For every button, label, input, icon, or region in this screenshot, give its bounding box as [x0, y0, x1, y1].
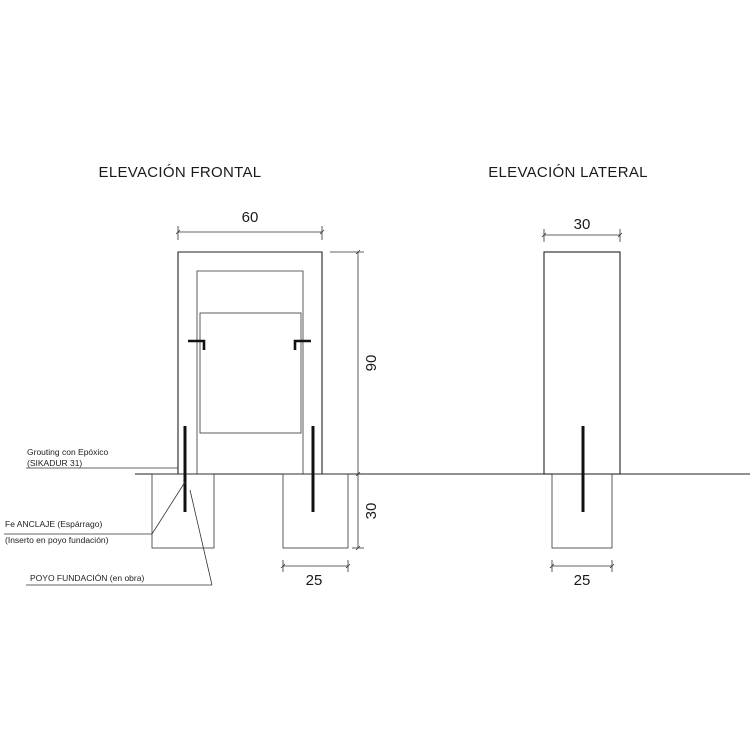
dim-footing-width-front-label: 25: [306, 572, 323, 589]
side-elevation-title: ELEVACIÓN LATERAL: [488, 164, 648, 181]
footing-label: POYO FUNDACIÓN (en obra): [30, 573, 144, 583]
grouting-label-line2: (SIKADUR 31): [27, 458, 82, 468]
front-inner-opening: [196, 270, 304, 474]
dim-footing-depth-label: 30: [363, 503, 380, 520]
right-hook: [293, 339, 311, 350]
leader-footing: POYO FUNDACIÓN (en obra): [26, 489, 213, 586]
left-hook: [188, 339, 206, 350]
grouting-label-line1: Grouting con Epóxico: [27, 447, 109, 457]
dim-front-height-label: 90: [363, 355, 380, 372]
front-outer-frame: [177, 251, 323, 474]
front-elevation: 60 90 30 25 Gr: [4, 209, 380, 589]
front-footing-right: [282, 473, 349, 549]
front-panel: [199, 312, 302, 434]
dim-footing-width-side-label: 25: [574, 572, 591, 589]
dim-front-height: 90: [330, 249, 380, 477]
dim-front-width: 60: [175, 209, 325, 240]
anchor-label-line2: (Inserto en poyo fundación): [5, 535, 109, 545]
side-elevation: 30 25: [541, 216, 623, 589]
dim-footing-width-front: 25: [280, 560, 351, 589]
dim-front-width-label: 60: [242, 209, 259, 226]
dim-footing-depth: 30: [352, 474, 380, 551]
dim-side-width-label: 30: [574, 216, 591, 233]
anchor-label-line1: Fe ANCLAJE (Espárrago): [5, 519, 102, 529]
leader-grouting: Grouting con Epóxico (SIKADUR 31): [26, 447, 178, 469]
dim-side-width: 30: [541, 216, 623, 242]
dim-footing-width-side: 25: [549, 560, 615, 589]
front-footing-left: [151, 473, 215, 549]
front-elevation-title: ELEVACIÓN FRONTAL: [99, 164, 262, 181]
leader-anchor: Fe ANCLAJE (Espárrago) (Inserto en poyo …: [4, 481, 186, 545]
